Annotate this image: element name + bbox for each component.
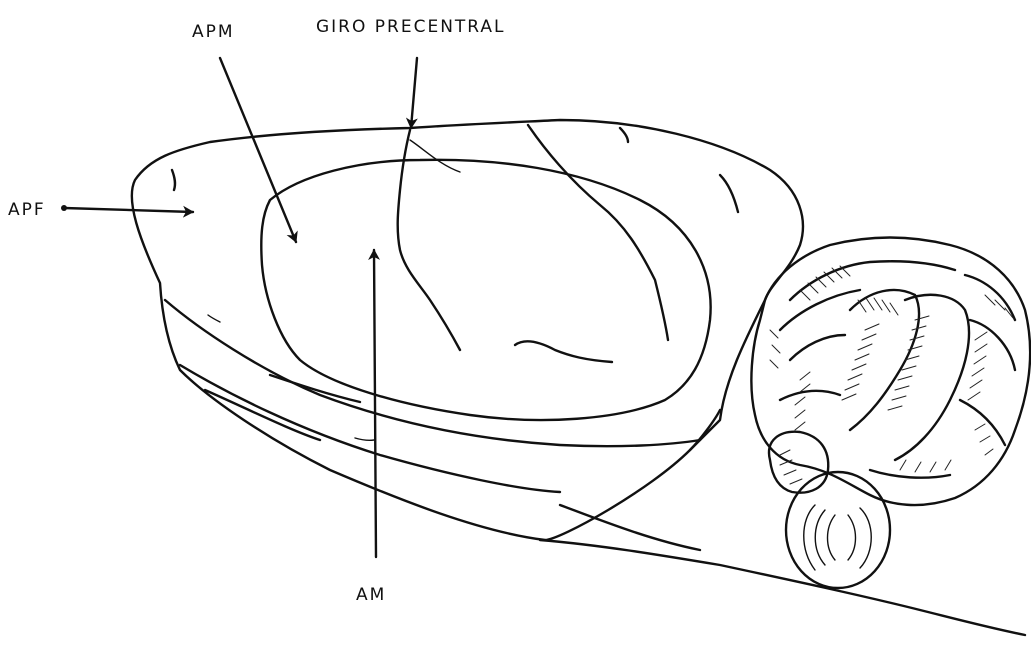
labels: APF APM GIRO PRECENTRAL AM: [8, 17, 506, 605]
apm-arrow: [220, 58, 296, 242]
cerebrum: [132, 120, 1025, 635]
frontal-oval: [261, 160, 710, 420]
giro-precentral-arrow: [411, 58, 417, 128]
cerebellum-hatching: [770, 266, 1013, 472]
apf-arrow: [64, 208, 193, 212]
central-sulcus: [398, 130, 460, 350]
label-am: AM: [356, 585, 386, 605]
cerebellum-outline: [751, 238, 1030, 506]
lower-lobe: [786, 472, 890, 588]
label-apf: APF: [8, 200, 46, 220]
annotation-arrows: [61, 58, 417, 557]
cerebellum: [751, 238, 1030, 589]
brainstem-line: [540, 540, 1025, 635]
am-arrow: [374, 250, 376, 557]
label-giro-precentral: GIRO PRECENTRAL: [316, 17, 506, 37]
label-apm: APM: [192, 22, 235, 42]
